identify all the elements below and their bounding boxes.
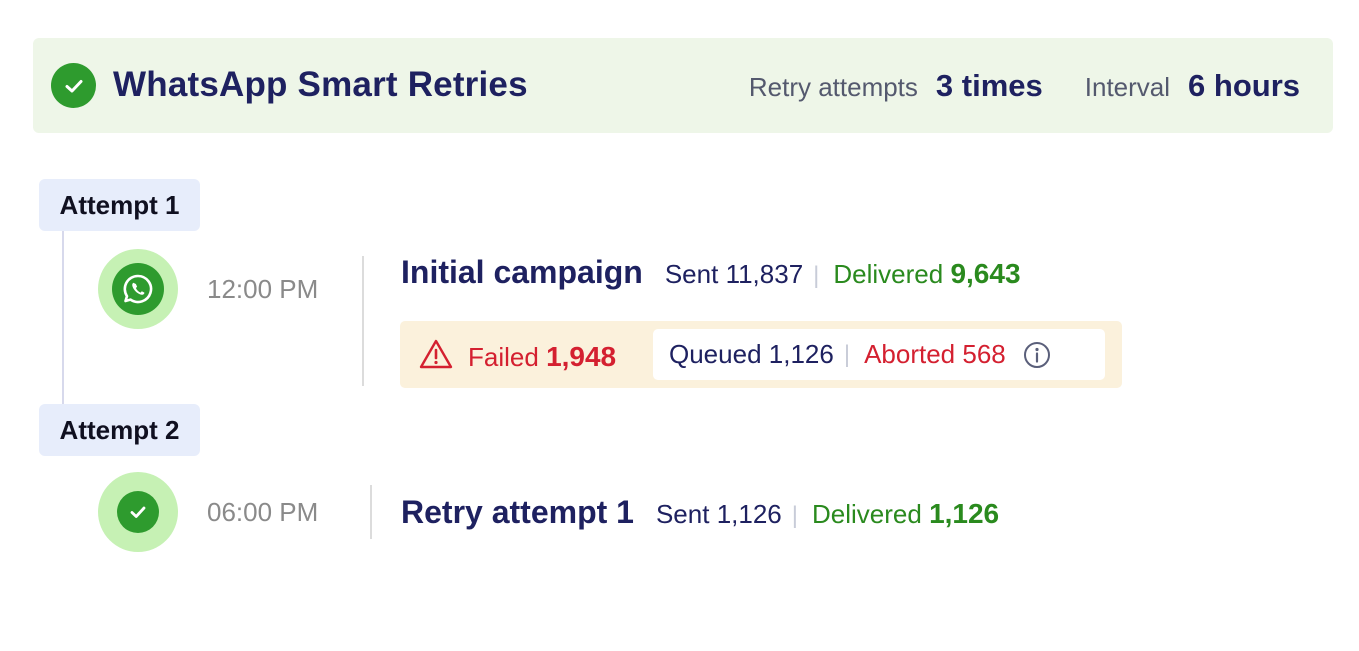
whatsapp-icon [112,263,164,315]
info-icon[interactable] [1022,340,1052,370]
attempt-2-node [98,472,178,552]
retry-attempts-value: 3 times [935,68,1043,103]
queued-value: 1,126 [768,339,834,369]
delivered-value: 9,643 [950,258,1021,289]
attempt-2-divider [370,485,372,539]
warning-icon [418,338,454,375]
check-circle-icon [51,63,96,108]
timeline-connector [62,230,64,406]
attempt-2-sent: Sent 1,126 [656,499,782,530]
smart-retries-header: WhatsApp Smart Retries Retry attempts 3 … [33,38,1333,133]
stat-separator: | [813,262,820,289]
attempt-1-sent: Sent 11,837 [665,259,803,290]
attempt-2-chip: Attempt 2 [39,404,200,456]
failed-value: 1,948 [546,340,617,372]
aborted-value: 568 [962,339,1006,369]
failed-summary: Failed 1,948 [418,338,616,375]
aborted-label: Aborted [864,339,956,369]
page-title: WhatsApp Smart Retries [113,65,528,104]
attempt-1-delivered: Delivered 9,643 [833,258,1020,290]
sent-label: Sent [664,259,719,289]
attempt-1-node [98,249,178,329]
attempt-1-summary: Initial campaign Sent 11,837 | Delivered… [401,254,1021,291]
attempt-1-title: Initial campaign [401,254,643,290]
delivered-label: Delivered [812,499,922,529]
check-circle-icon [117,491,159,533]
attempt-1-failure-panel: Failed 1,948 Queued 1,126 | Aborted 568 [400,321,1122,388]
sent-value: 1,126 [716,499,782,529]
retry-settings: Retry attempts 3 times Interval 6 hours [749,68,1300,104]
sent-label: Sent [655,499,710,529]
attempt-2-title: Retry attempt 1 [401,494,634,530]
interval-value: 6 hours [1188,68,1300,103]
delivered-value: 1,126 [929,498,1000,529]
delivered-label: Delivered [833,259,944,289]
attempt-2-summary: Retry attempt 1 Sent 1,126 | Delivered 1… [401,494,999,531]
attempt-1-time: 12:00 PM [207,274,319,304]
retry-attempts-label: Retry attempts [748,72,918,102]
interval-label: Interval [1084,72,1171,102]
queued-stat: Queued 1,126 [669,339,834,370]
sent-value: 11,837 [725,259,804,289]
attempt-1-divider [362,256,364,386]
failure-breakdown: Queued 1,126 | Aborted 568 [653,329,1105,380]
stat-separator: | [791,502,798,529]
attempt-2-time: 06:00 PM [207,497,319,527]
stat-separator: | [843,340,851,368]
aborted-stat: Aborted 568 [864,339,1006,370]
queued-label: Queued [669,339,762,369]
attempt-1-chip: Attempt 1 [39,179,200,231]
attempt-2-delivered: Delivered 1,126 [812,498,999,530]
failed-stat: Failed 1,948 [468,341,616,373]
failed-label: Failed [468,341,539,372]
